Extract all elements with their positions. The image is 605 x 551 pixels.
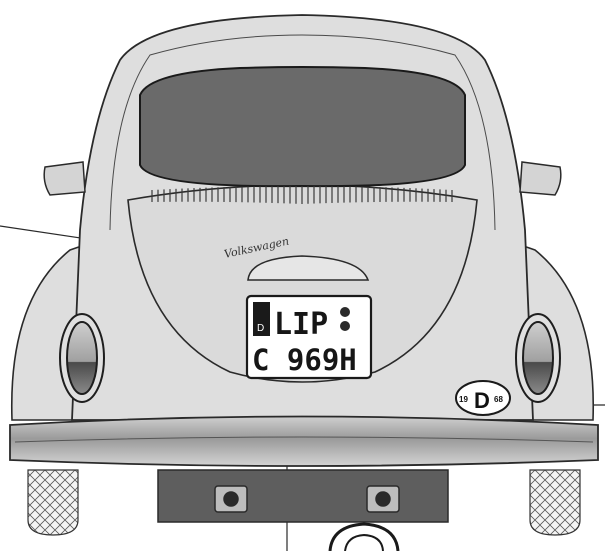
lower-valance (158, 470, 448, 522)
bottom-circle-mark (330, 524, 398, 551)
license-plate: D LIP C 969H (247, 296, 371, 378)
oval-letter: D (474, 388, 490, 413)
plate-line-2: C 969H (252, 343, 357, 377)
oval-year-left: 19 (459, 395, 468, 404)
rear-window (140, 67, 465, 186)
plate-line-1: LIP (274, 307, 328, 342)
oval-year-right: 68 (494, 395, 503, 404)
plate-country-code: D (257, 323, 264, 334)
country-oval: 19 D 68 (456, 381, 510, 415)
rear-bumper (10, 417, 598, 467)
